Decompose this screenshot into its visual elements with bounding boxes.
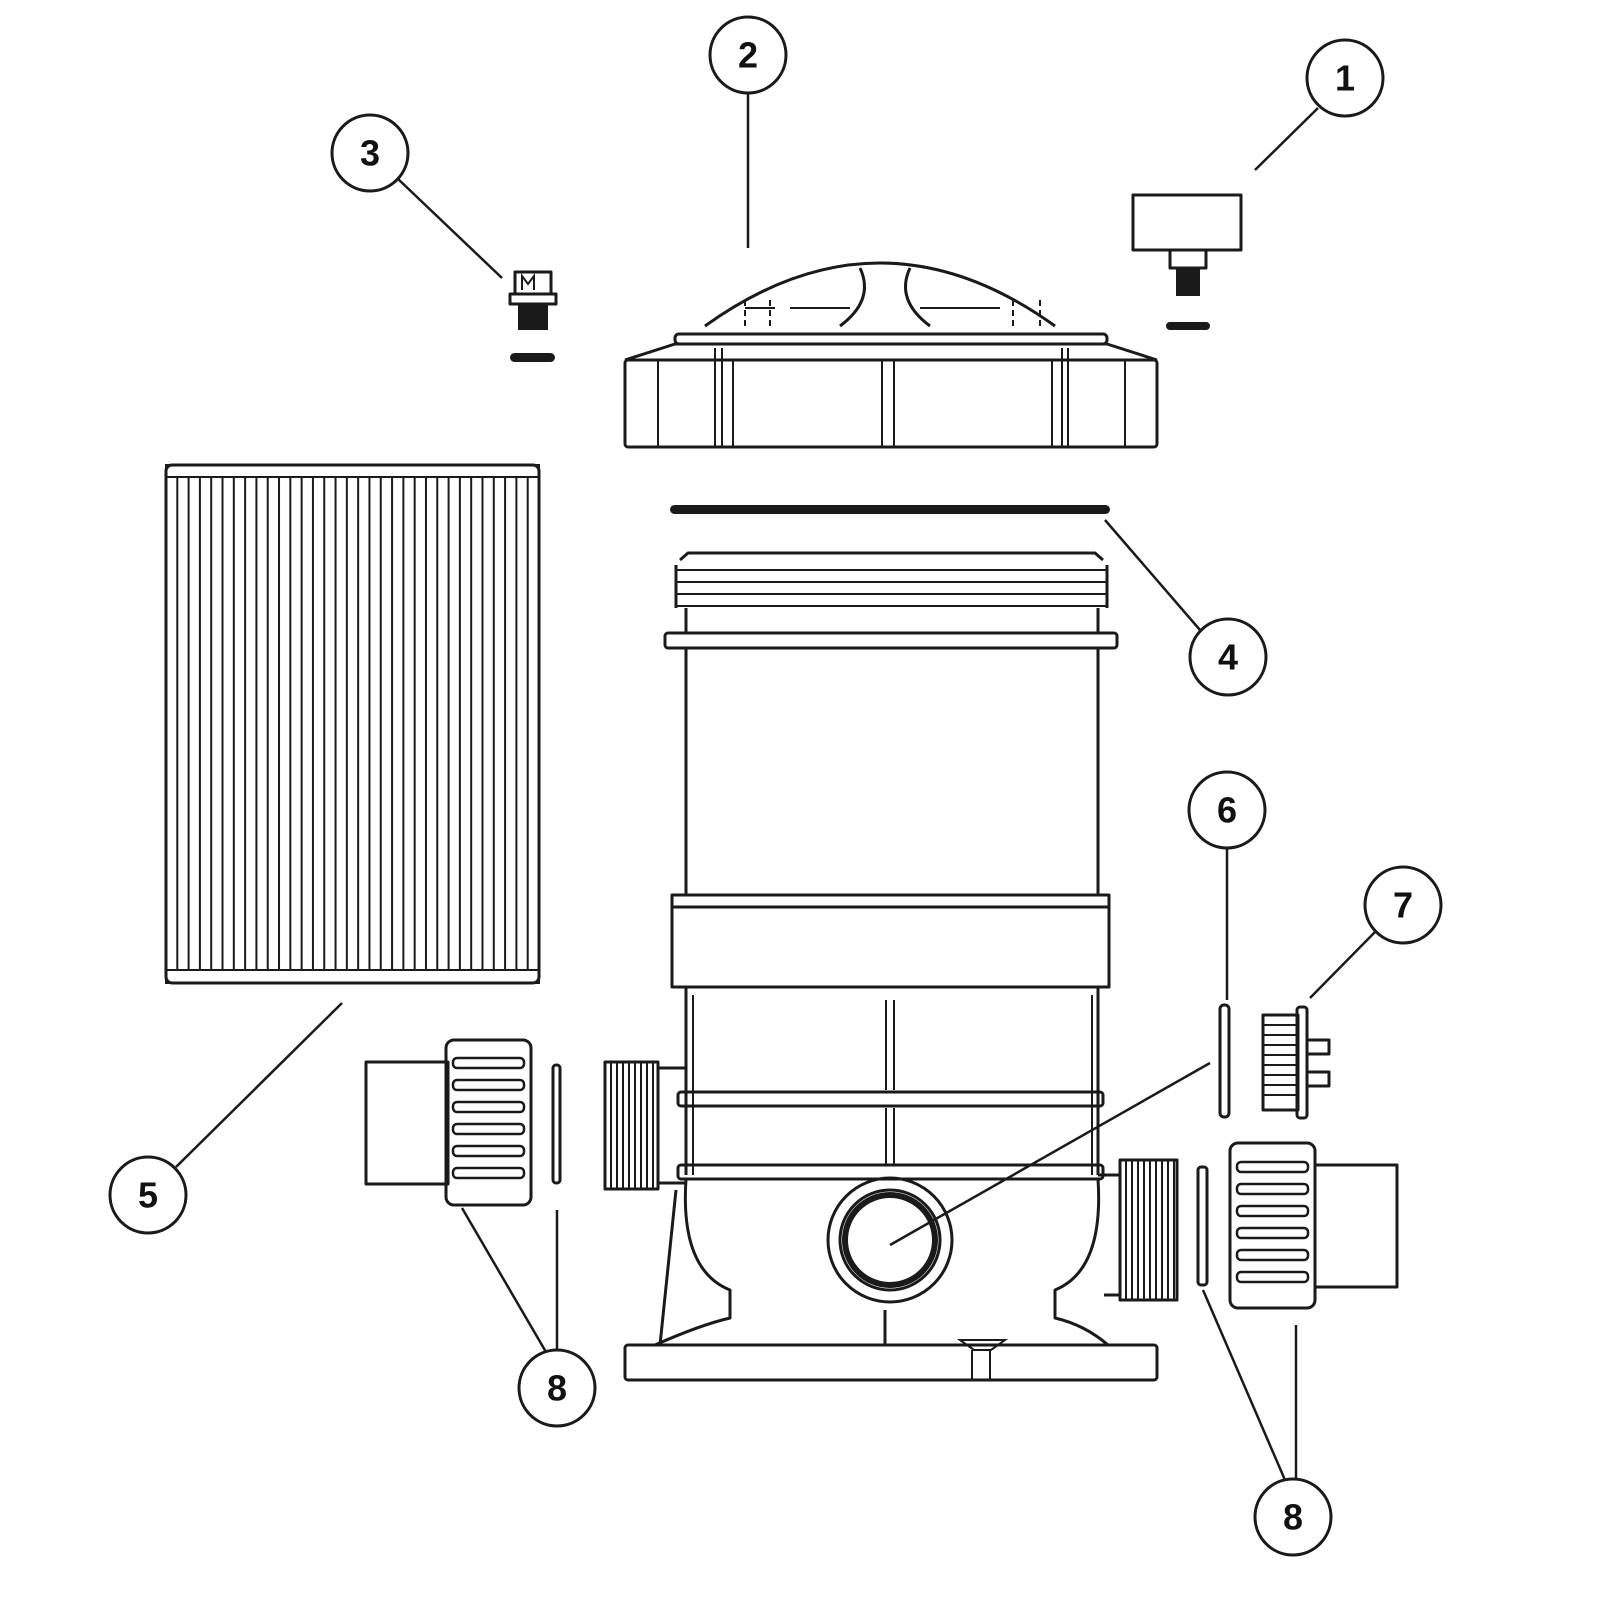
- callout-2: 2: [708, 15, 788, 95]
- grip-rib: [451, 1056, 526, 1070]
- callout-label: 2: [738, 35, 758, 76]
- callout-7: 7: [1363, 865, 1443, 945]
- callout-4: 4: [1188, 617, 1268, 697]
- grip-rib: [1235, 1182, 1310, 1196]
- callout-3: 3: [330, 113, 410, 193]
- grip-rib: [1235, 1204, 1310, 1218]
- union-fitting-left: [364, 1038, 562, 1207]
- right-port-threads: [1125, 1160, 1175, 1300]
- grip-rib: [451, 1144, 526, 1158]
- drain-plug: [1261, 1005, 1331, 1120]
- filter-lid: [623, 261, 1159, 449]
- callout-1: 1: [1305, 38, 1385, 118]
- union-fitting-right: [1196, 1141, 1399, 1310]
- left-port-threads: [610, 1062, 654, 1189]
- callout-5: 5: [108, 1155, 188, 1235]
- callout-label: 3: [360, 133, 380, 174]
- cartridge-pleats: [176, 477, 529, 970]
- grip-rib: [451, 1166, 526, 1180]
- callout-8-right: 8: [1253, 1477, 1333, 1557]
- lid-o-ring: [670, 505, 1110, 514]
- callout-8-left: 8: [517, 1348, 597, 1428]
- grip-rib: [451, 1122, 526, 1136]
- callout-label: 5: [138, 1175, 158, 1216]
- grip-rib: [451, 1100, 526, 1114]
- leader-lines: [175, 93, 1377, 1481]
- callout-label: 4: [1218, 637, 1238, 678]
- grip-rib: [1235, 1248, 1310, 1262]
- air-relief-valve: [508, 270, 558, 362]
- filter-cartridge: [164, 463, 541, 985]
- drain-o-ring: [1218, 1003, 1231, 1119]
- grip-rib: [1235, 1226, 1310, 1240]
- callout-label: 7: [1393, 885, 1413, 926]
- filter-tank: [603, 551, 1179, 1382]
- grip-rib: [1235, 1160, 1310, 1174]
- grip-rib: [451, 1078, 526, 1092]
- callout-label: 6: [1217, 790, 1237, 831]
- callout-6: 6: [1187, 770, 1267, 850]
- grip-rib: [1235, 1270, 1310, 1284]
- callout-label: 8: [547, 1368, 567, 1409]
- callout-label: 1: [1335, 58, 1355, 99]
- callout-label: 8: [1283, 1497, 1303, 1538]
- pressure-gauge: [1131, 193, 1243, 330]
